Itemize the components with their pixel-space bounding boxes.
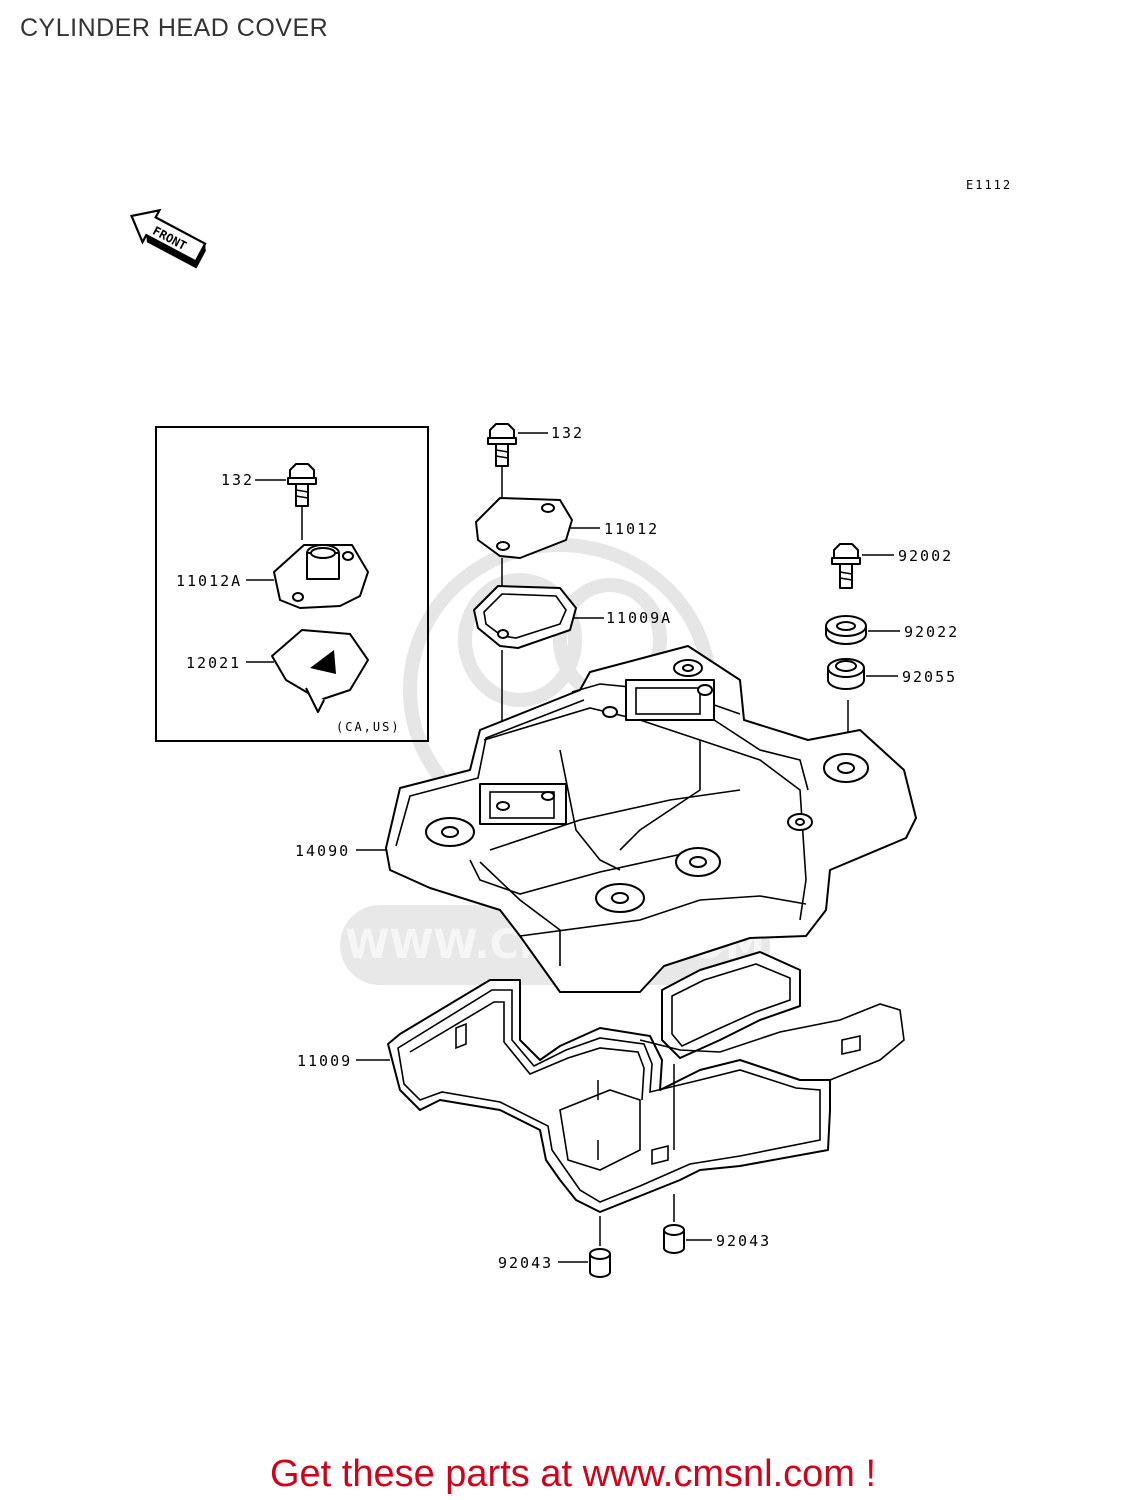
gasket-head-part [356,951,905,1213]
bolt-inset-part [255,463,317,540]
inset-note: (CA,US) [336,720,401,734]
label-gasket-plate: 11009A [606,609,672,627]
label-grommet: 92055 [902,668,957,686]
dowel-left-part [558,1216,611,1278]
bolt-top-part [487,423,548,498]
head-cover-part [356,645,917,993]
bolt-right-part [831,543,894,589]
label-dowel-left: 92043 [498,1254,553,1272]
label-plate-inset: 11012A [176,572,242,590]
inset-box: (CA,US) 132 11012A [155,426,429,742]
diagram-code: E1112 [966,178,1012,192]
label-plate: 11012 [604,520,659,538]
page-title: CYLINDER HEAD COVER [20,14,329,42]
label-dowel-right: 92043 [716,1232,771,1250]
plate-inset-part [246,544,369,609]
label-gasket-head: 11009 [297,1052,352,1070]
label-clip-inset: 12021 [186,654,241,672]
exploded-parts-diagram: WWW.CMSNL.COM E1112 FRONT (CA,US) 132 [130,178,1012,1278]
plate-part [475,497,600,596]
cta-link[interactable]: Get these parts at www.cmsnl.com ! [269,1453,877,1495]
label-washer: 92022 [904,623,959,641]
label-head-cover: 14090 [295,842,350,860]
label-bolt-inset: 132 [221,471,254,489]
front-arrow-icon: FRONT [130,208,207,269]
label-bolt-right: 92002 [898,547,953,565]
grommet-part [827,658,898,758]
label-bolt-top: 132 [551,424,584,442]
washer-part [825,615,900,645]
dowel-right-part [663,1194,712,1254]
clip-inset-part [246,629,369,713]
